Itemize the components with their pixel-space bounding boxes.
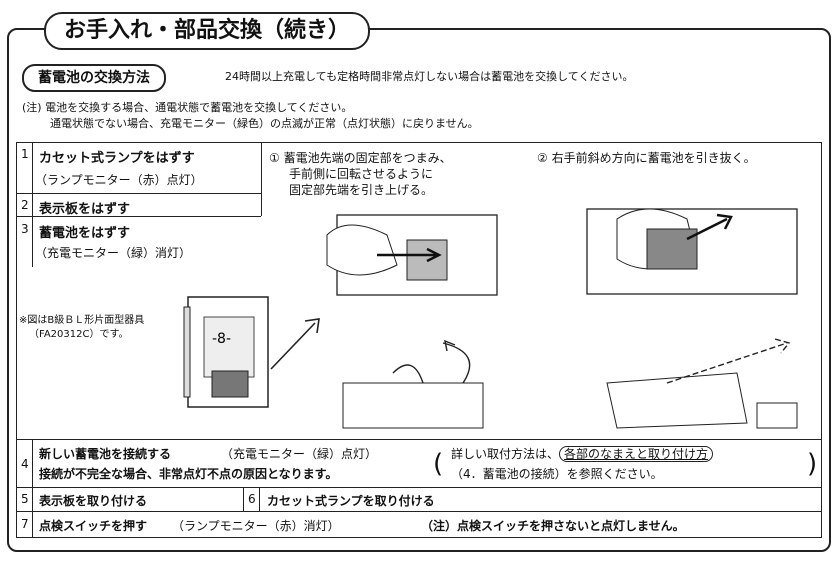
step7-sub: （ランプモニター（赤）消灯） [172, 519, 340, 533]
rotate-latch-detail [342, 339, 484, 429]
battery-removal-illustration [586, 208, 798, 295]
battery-latch-illustration [326, 214, 498, 296]
step4-number: 4 [21, 457, 29, 471]
ref-text: 詳しい取付方法は、 [451, 447, 560, 461]
content-frame [7, 28, 831, 552]
instruction-2: ② 右手前斜め方向に蓄電池を引き抜く。 [537, 151, 756, 165]
step4-title: 新しい蓄電池を接続する [39, 447, 172, 461]
step4-sub: （充電モニター（緑）点灯） [221, 447, 378, 461]
step2-number: 2 [21, 198, 29, 212]
step7-number: 7 [21, 517, 29, 531]
step2-title: 表示板をはずす [39, 202, 131, 217]
instruction-1-line1: ① 蓄電池先端の固定部をつまみ、 [269, 151, 452, 165]
step1-title: カセット式ランプをはずす [39, 151, 195, 166]
steps-table: 1 カセット式ランプをはずす （ランプモニター（赤）点灯） 2 表示板をはずす … [16, 142, 822, 538]
instruction-1-line3: 固定部先端を引き上げる。 [289, 183, 434, 197]
section-label: 蓄電池の交換方法 [22, 64, 166, 92]
step7-note: （注）点検スイッチを押さないと点灯しません。 [421, 519, 685, 533]
instruction-1-line2: 手前側に回転させるように [289, 167, 434, 181]
step5-title: 表示板を取り付ける [39, 494, 148, 508]
pull-arrow-icon [270, 318, 320, 370]
note-prefix: (注) [22, 101, 42, 114]
ref-right-paren: ) [807, 449, 818, 479]
step4-ref-line1: 詳しい取付方法は、各部のなまえと取り付け方 [451, 445, 714, 462]
ref-link[interactable]: 各部のなまえと取り付け方 [559, 446, 714, 462]
pull-out-detail [606, 338, 798, 429]
step1-number: 1 [21, 147, 29, 161]
step6-number: 6 [248, 492, 256, 506]
step5-number: 5 [21, 492, 29, 506]
section-description: 24時間以上充電しても定格時間非常点灯しない場合は蓄電池を交換してください。 [225, 70, 634, 83]
step7-title: 点検スイッチを押す [39, 519, 148, 533]
fixture-device-image: -8- [183, 296, 269, 408]
page-title: お手入れ・部品交換（続き） [44, 12, 371, 50]
step4-ref-line2: （4．蓄電池の接続）を参照ください。 [451, 467, 663, 481]
step3-title: 蓄電池をはずす [39, 226, 131, 241]
step4-warning: 接続が不完全な場合、非常点灯不点の原因となります。 [39, 467, 338, 481]
step3-number: 3 [21, 222, 29, 236]
note-line1: 電池を交換する場合、通電状態で蓄電池を交換してください。 [45, 101, 353, 114]
step6-title: カセット式ランプを取り付ける [267, 494, 435, 508]
svg-text:-8-: -8- [212, 331, 231, 347]
figure-note-line2: （FA20312C）です。 [29, 329, 129, 340]
ref-left-paren: ( [433, 449, 444, 479]
caution-note: (注) 電池を交換する場合、通電状態で蓄電池を交換してください。 通電状態でない… [22, 100, 479, 132]
step3-sub: （充電モニター（緑）消灯） [35, 246, 192, 260]
note-line2: 通電状態でない場合、充電モニター（緑色）の点滅が正常（点灯状態）に戻りません。 [50, 117, 479, 130]
figure-note-line1: ※図はB級ＢＬ形片面型器具 [19, 315, 145, 326]
step1-sub: （ランプモニター（赤）点灯） [35, 173, 203, 187]
